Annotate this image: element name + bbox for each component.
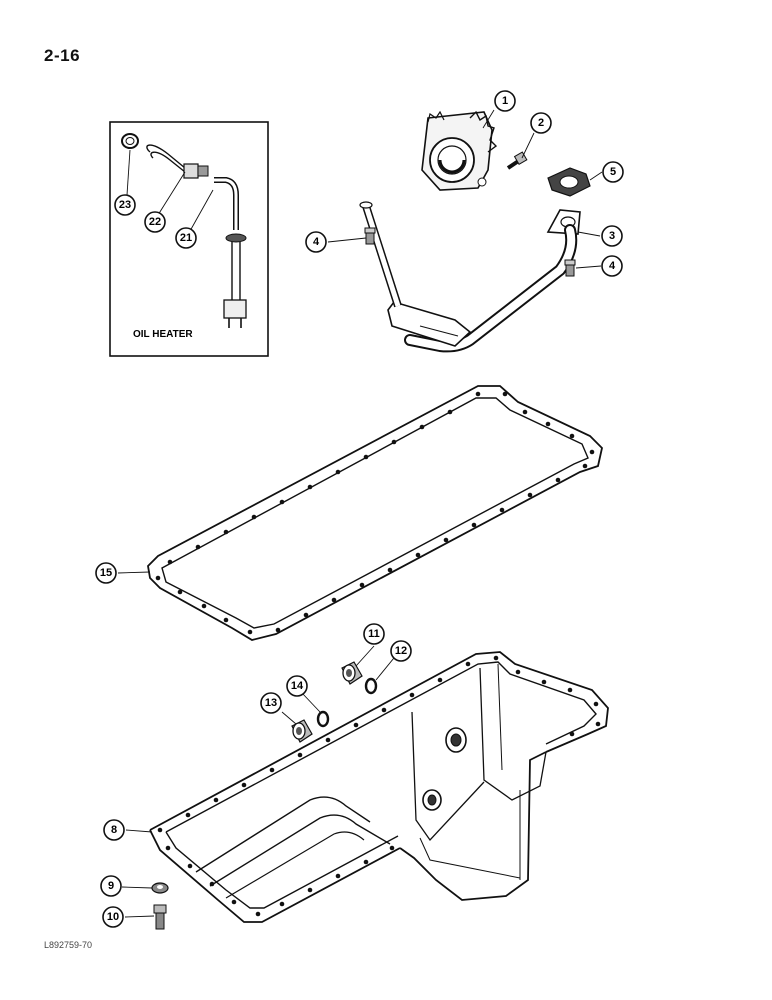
callout-5: 5 (602, 161, 624, 183)
oil-pan-8-part (149, 651, 609, 923)
cap-screw-4b-part (564, 259, 576, 277)
callout-11-label: 11 (368, 628, 380, 640)
callout-4a-label: 4 (313, 236, 320, 248)
callout-4b: 4 (601, 255, 623, 277)
callout-3: 3 (601, 225, 623, 247)
plug-13-part (291, 719, 313, 743)
callout-12-label: 12 (395, 645, 407, 657)
callout-23-label: 23 (119, 199, 131, 211)
callout-9: 9 (100, 875, 122, 897)
callout-4a: 4 (305, 231, 327, 253)
oil-pan-gasket-15-part (147, 385, 603, 641)
washer-14-part (316, 710, 330, 728)
page-number: 2-16 (44, 46, 81, 65)
heater-cord-21-part (214, 177, 247, 328)
callout-21: 21 (175, 227, 197, 249)
callout-10: 10 (102, 906, 124, 928)
callout-8-label: 8 (111, 824, 117, 836)
bolt-10-part (153, 904, 167, 930)
callout-21-label: 21 (180, 232, 192, 244)
heater-element-22-part (146, 144, 209, 179)
callout-14: 14 (286, 675, 308, 697)
washer-12-part (364, 677, 378, 695)
cap-screw-4a-part (364, 227, 376, 245)
callout-8: 8 (103, 819, 125, 841)
oil-heater-label: OIL HEATER (133, 329, 193, 340)
suction-tube-3-part (359, 201, 581, 353)
callout-15: 15 (95, 562, 117, 584)
callout-2-label: 2 (538, 117, 544, 129)
callout-11: 11 (363, 623, 385, 645)
washer-9-part (151, 882, 169, 894)
callout-22: 22 (144, 211, 166, 233)
plug-11-part (341, 661, 363, 685)
callout-14-label: 14 (291, 680, 304, 692)
oil-heater-inset: OIL HEATER (109, 121, 269, 357)
figure-id: L892759-70 (44, 940, 93, 950)
callout-2: 2 (530, 112, 552, 134)
callout-9-label: 9 (108, 880, 114, 892)
callout-13-label: 13 (265, 697, 277, 709)
callout-3-label: 3 (609, 230, 615, 242)
o-ring-23-part (121, 133, 139, 149)
callout-10-label: 10 (107, 911, 119, 923)
callout-15-label: 15 (100, 567, 112, 579)
callout-13: 13 (260, 692, 282, 714)
callout-5-label: 5 (610, 166, 616, 178)
callout-4b-label: 4 (609, 260, 616, 272)
callout-12: 12 (390, 640, 412, 662)
callout-22-label: 22 (149, 216, 161, 228)
callout-23: 23 (114, 194, 136, 216)
gasket-5-part (547, 167, 591, 197)
oil-pump-1-part (421, 110, 498, 191)
callout-1-label: 1 (502, 95, 508, 107)
callout-1: 1 (494, 90, 516, 112)
